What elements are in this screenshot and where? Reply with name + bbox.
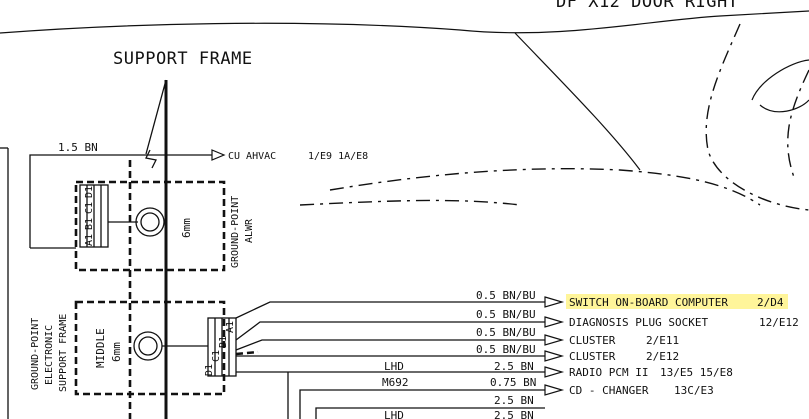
header-text: DF X12 DOOR RIGHT	[556, 0, 739, 12]
arrow-row-5-icon	[544, 384, 565, 396]
alwr-pin-b1: B1	[84, 218, 95, 230]
door-dash-contour	[705, 23, 809, 211]
door-handle-shape	[751, 59, 809, 113]
ground-point-middle-box	[74, 300, 226, 396]
alwr-pin-a1: A1	[84, 234, 95, 246]
gauge-row-1: 0.5 BN/BU	[476, 308, 536, 321]
support-frame-label: SUPPORT FRAME	[113, 49, 253, 69]
gauge-row-0: 0.5 BN/BU	[476, 289, 536, 302]
alwr-label-2: ALWR	[244, 218, 255, 243]
dest-row-0: SWITCH ON-BOARD COMPUTER	[569, 296, 728, 309]
support-frame-diagonal	[145, 79, 167, 155]
ground-stud-middle-icon	[133, 331, 163, 361]
ground-point-alwr-box	[74, 180, 226, 272]
dest-row-3: CLUSTER	[569, 350, 616, 363]
dest-row-2: CLUSTER	[569, 334, 616, 347]
middle-size: 6mm	[110, 342, 123, 362]
arrow-row-2-icon	[544, 334, 565, 346]
middle-pin-d1: D1	[204, 364, 215, 376]
arrow-row-1-icon	[544, 316, 565, 328]
top-wire-gauge: 1.5 BN	[58, 141, 98, 154]
alwr-pin-d1: D1	[84, 186, 95, 198]
dest-row-4: RADIO PCM II	[569, 366, 648, 379]
door-inner-line	[514, 32, 641, 171]
top-wire-arrow-icon	[211, 149, 226, 161]
wire-row-5	[299, 389, 545, 419]
door-outline-top	[0, 10, 809, 34]
variant-row-4: LHD	[384, 360, 404, 373]
middle-pin-c1: C1	[211, 350, 222, 362]
dest-row-5: CD - CHANGER	[569, 384, 649, 397]
gauge-row-5: 0.75 BN	[490, 376, 536, 389]
top-wire-refs: 1/E9 1A/E8	[308, 151, 368, 162]
wire-row-6	[315, 407, 545, 419]
alwr-size: 6mm	[180, 218, 193, 238]
refs-row-4: 13/E5 15/E8	[660, 366, 733, 379]
refs-row-1: 12/E12	[759, 316, 799, 329]
middle-side-label-2: ELECTRONIC	[44, 325, 55, 385]
ground-stud-alwr-icon	[135, 207, 165, 237]
arrow-row-0-icon	[544, 296, 565, 308]
gauge-row-2: 0.5 BN/BU	[476, 326, 536, 339]
refs-row-5: 13C/E3	[674, 384, 714, 397]
door-dash-lower-2	[299, 199, 521, 206]
middle-label: MIDDLE	[94, 328, 107, 368]
door-dash-contour-2	[787, 69, 809, 181]
door-dash-lower	[329, 168, 761, 206]
wire-row-2	[235, 339, 545, 351]
middle-side-label-1: GROUND-POINT	[30, 318, 41, 390]
top-wire	[29, 154, 212, 248]
top-wire-dest: CU AHVAC	[228, 151, 276, 162]
middle-pin-b1: B1	[218, 336, 229, 348]
refs-row-2: 2/E11	[646, 334, 679, 347]
gauge-row-6: 2.5 BN	[494, 394, 534, 407]
middle-side-label-3: SUPPORT FRAME	[58, 314, 69, 392]
wire-row-0	[235, 301, 545, 319]
arrow-row-3-icon	[544, 350, 565, 362]
gauge-row-3: 0.5 BN/BU	[476, 343, 536, 356]
wire-row-1	[235, 321, 545, 341]
arrow-row-4-icon	[544, 366, 565, 378]
dest-row-1: DIAGNOSIS PLUG SOCKET	[569, 316, 708, 329]
gauge-row-4: 2.5 BN	[494, 360, 534, 373]
gauge-row-7: 2.5 BN	[494, 409, 534, 419]
alwr-pin-c1: C1	[84, 202, 95, 214]
variant-row-7: LHD	[384, 409, 404, 419]
switch-highlight	[566, 294, 788, 309]
refs-row-0: 2/D4	[757, 296, 784, 309]
middle-pin-a1: A1	[225, 321, 236, 333]
support-frame-break	[145, 149, 157, 169]
refs-row-3: 2/E12	[646, 350, 679, 363]
variant-row-5: M692	[382, 376, 409, 389]
alwr-label-1: GROUND-POINT	[230, 196, 241, 268]
